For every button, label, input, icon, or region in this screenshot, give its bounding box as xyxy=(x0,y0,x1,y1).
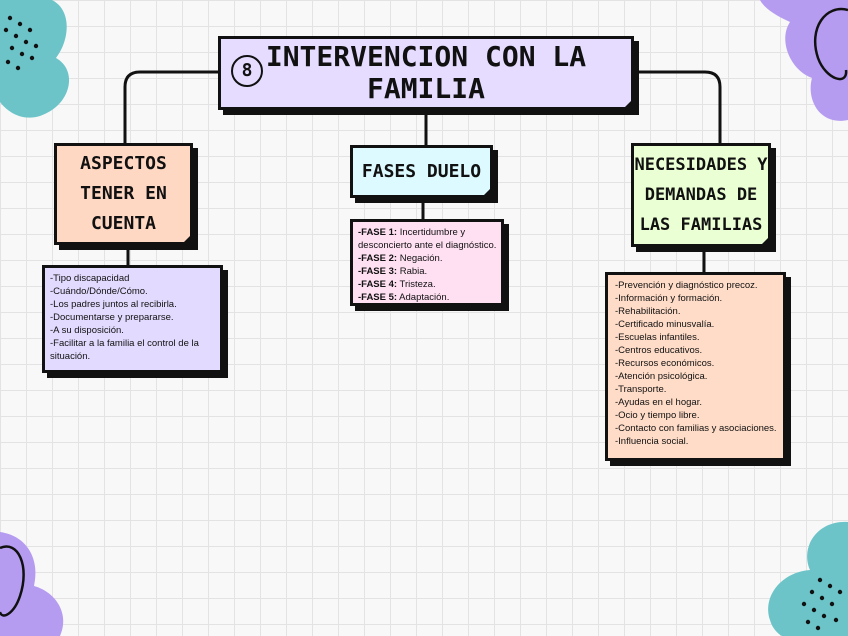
list-item: -Influencia social. xyxy=(615,436,689,447)
list-item: -Recursos económicos. xyxy=(615,358,715,369)
list-item: -FASE 5: Adaptación. xyxy=(358,292,450,303)
list-item: -Documentarse y prepararse. xyxy=(50,312,174,323)
lilac-blob-bottom-left xyxy=(0,532,64,636)
loop-line-top-right xyxy=(813,7,848,81)
list-item: -Atención psicológica. xyxy=(615,371,708,382)
list-item: -FASE 2: Negación. xyxy=(358,253,443,264)
list-item: -Ocio y tiempo libre. xyxy=(615,410,700,421)
list-item: -Tipo discapacidad xyxy=(50,273,130,284)
page-title: INTERVENCION CON LA FAMILIA xyxy=(265,40,587,105)
heading-necesidades: NECESIDADES Y DEMANDAS DE LAS FAMILIAS xyxy=(631,143,771,247)
list-aspectos: -Tipo discapacidad -Cuándo/Dónde/Cómo. -… xyxy=(42,265,223,373)
list-item: -Centros educativos. xyxy=(615,345,703,356)
list-item: -Rehabilitación. xyxy=(615,306,681,317)
title-box: 8 INTERVENCION CON LA FAMILIA xyxy=(218,36,634,110)
list-item: -Facilitar a la familia el control de la… xyxy=(50,338,199,362)
list-item: desconcierto ante el diagnóstico. xyxy=(358,240,497,251)
list-item: -Prevención y diagnóstico precoz. xyxy=(615,280,758,291)
teal-blob-bottom-right xyxy=(768,521,848,636)
list-item: -Los padres juntos al recibirla. xyxy=(50,299,177,310)
list-item: -Certificado minusvalía. xyxy=(615,319,715,330)
list-fases-duelo: -FASE 1: Incertidumbre y desconcierto an… xyxy=(350,219,504,306)
heading-fases-duelo: FASES DUELO xyxy=(350,145,493,198)
list-item: -Cuándo/Dónde/Cómo. xyxy=(50,286,148,297)
connector-left xyxy=(123,70,220,145)
dots-top-left xyxy=(3,15,39,71)
list-item: -FASE 3: Rabia. xyxy=(358,266,428,277)
list-item: -FASE 4: Tristeza. xyxy=(358,279,436,290)
list-item: -Contacto con familias y asociaciones. xyxy=(615,423,777,434)
connector-right xyxy=(632,70,722,145)
list-item: -FASE 1: Incertidumbre y xyxy=(358,227,466,238)
teal-blob-top-left xyxy=(0,0,70,118)
lilac-blob-top-right xyxy=(760,0,848,121)
list-item: -Transporte. xyxy=(615,384,667,395)
heading-aspectos: ASPECTOS TENER EN CUENTA xyxy=(54,143,193,245)
list-item: -Información y formación. xyxy=(615,293,723,304)
section-number-badge: 8 xyxy=(231,55,263,87)
loop-line-bottom-left xyxy=(0,545,25,617)
list-item: -A su disposición. xyxy=(50,325,124,336)
list-item: -Escuelas infantiles. xyxy=(615,332,700,343)
list-necesidades: -Prevención y diagnóstico precoz. -Infor… xyxy=(605,272,786,461)
dots-bottom-right xyxy=(801,577,843,631)
list-item: -Ayudas en el hogar. xyxy=(615,397,702,408)
